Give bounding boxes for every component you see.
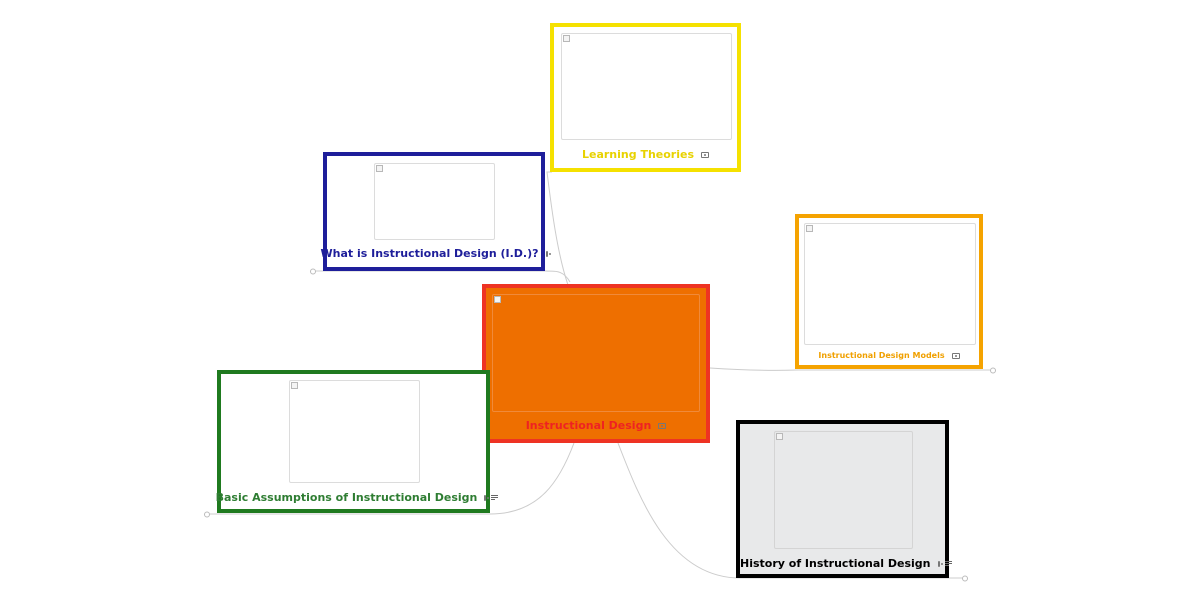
- collapse-handle-what-is-id[interactable]: [310, 268, 316, 275]
- topic-label: What is Instructional Design (I.D.)?: [320, 247, 539, 260]
- topic-what-is-instructional-design[interactable]: What is Instructional Design (I.D.)?: [320, 152, 551, 271]
- image-icon[interactable]: [545, 250, 551, 257]
- broken-image-icon: [291, 382, 298, 389]
- broken-image-icon: [376, 165, 383, 172]
- image-icon[interactable]: [484, 494, 490, 501]
- topic-learning-theories[interactable]: Learning Theories: [550, 23, 741, 172]
- topic-image-placeholder: [804, 223, 976, 345]
- topic-basic-assumptions[interactable]: Basic Assumptions of Instructional Desig…: [215, 370, 499, 513]
- topic-label: Basic Assumptions of Instructional Desig…: [215, 491, 478, 504]
- collapse-handle-id-models[interactable]: [990, 367, 996, 374]
- topic-image-placeholder: [774, 431, 913, 549]
- topic-label: Instructional Design: [525, 419, 652, 432]
- broken-image-icon: [494, 296, 501, 303]
- connector-what-is-id: [316, 270, 571, 283]
- image-icon[interactable]: [658, 422, 667, 429]
- topic-image-placeholder: [492, 294, 700, 412]
- topic-instructional-design-models[interactable]: Instructional Design Models: [795, 214, 983, 369]
- topic-history-of-instructional-design[interactable]: History of Instructional Design: [736, 420, 952, 578]
- topic-label: History of Instructional Design: [740, 557, 931, 570]
- connector-id-models: [709, 367, 990, 371]
- collapse-handle-basic-assumptions[interactable]: [204, 511, 210, 518]
- topic-image-placeholder: [289, 380, 420, 483]
- image-icon[interactable]: [937, 560, 944, 567]
- collapse-handle-history-id[interactable]: [962, 575, 968, 582]
- topic-label: Instructional Design Models: [818, 351, 945, 360]
- broken-image-icon: [776, 433, 783, 440]
- broken-image-icon: [806, 225, 813, 232]
- image-icon[interactable]: [701, 151, 709, 158]
- image-icon[interactable]: [951, 352, 960, 359]
- connector-history-id: [617, 442, 962, 579]
- topic-image-placeholder: [374, 163, 495, 240]
- topic-label: Learning Theories: [581, 148, 694, 161]
- broken-image-icon: [563, 35, 570, 42]
- topic-instructional-design[interactable]: Instructional Design: [482, 284, 710, 443]
- connector-basic-assumptions: [210, 442, 575, 515]
- connector-learning-theories: [546, 171, 569, 286]
- topic-image-placeholder: [561, 33, 732, 140]
